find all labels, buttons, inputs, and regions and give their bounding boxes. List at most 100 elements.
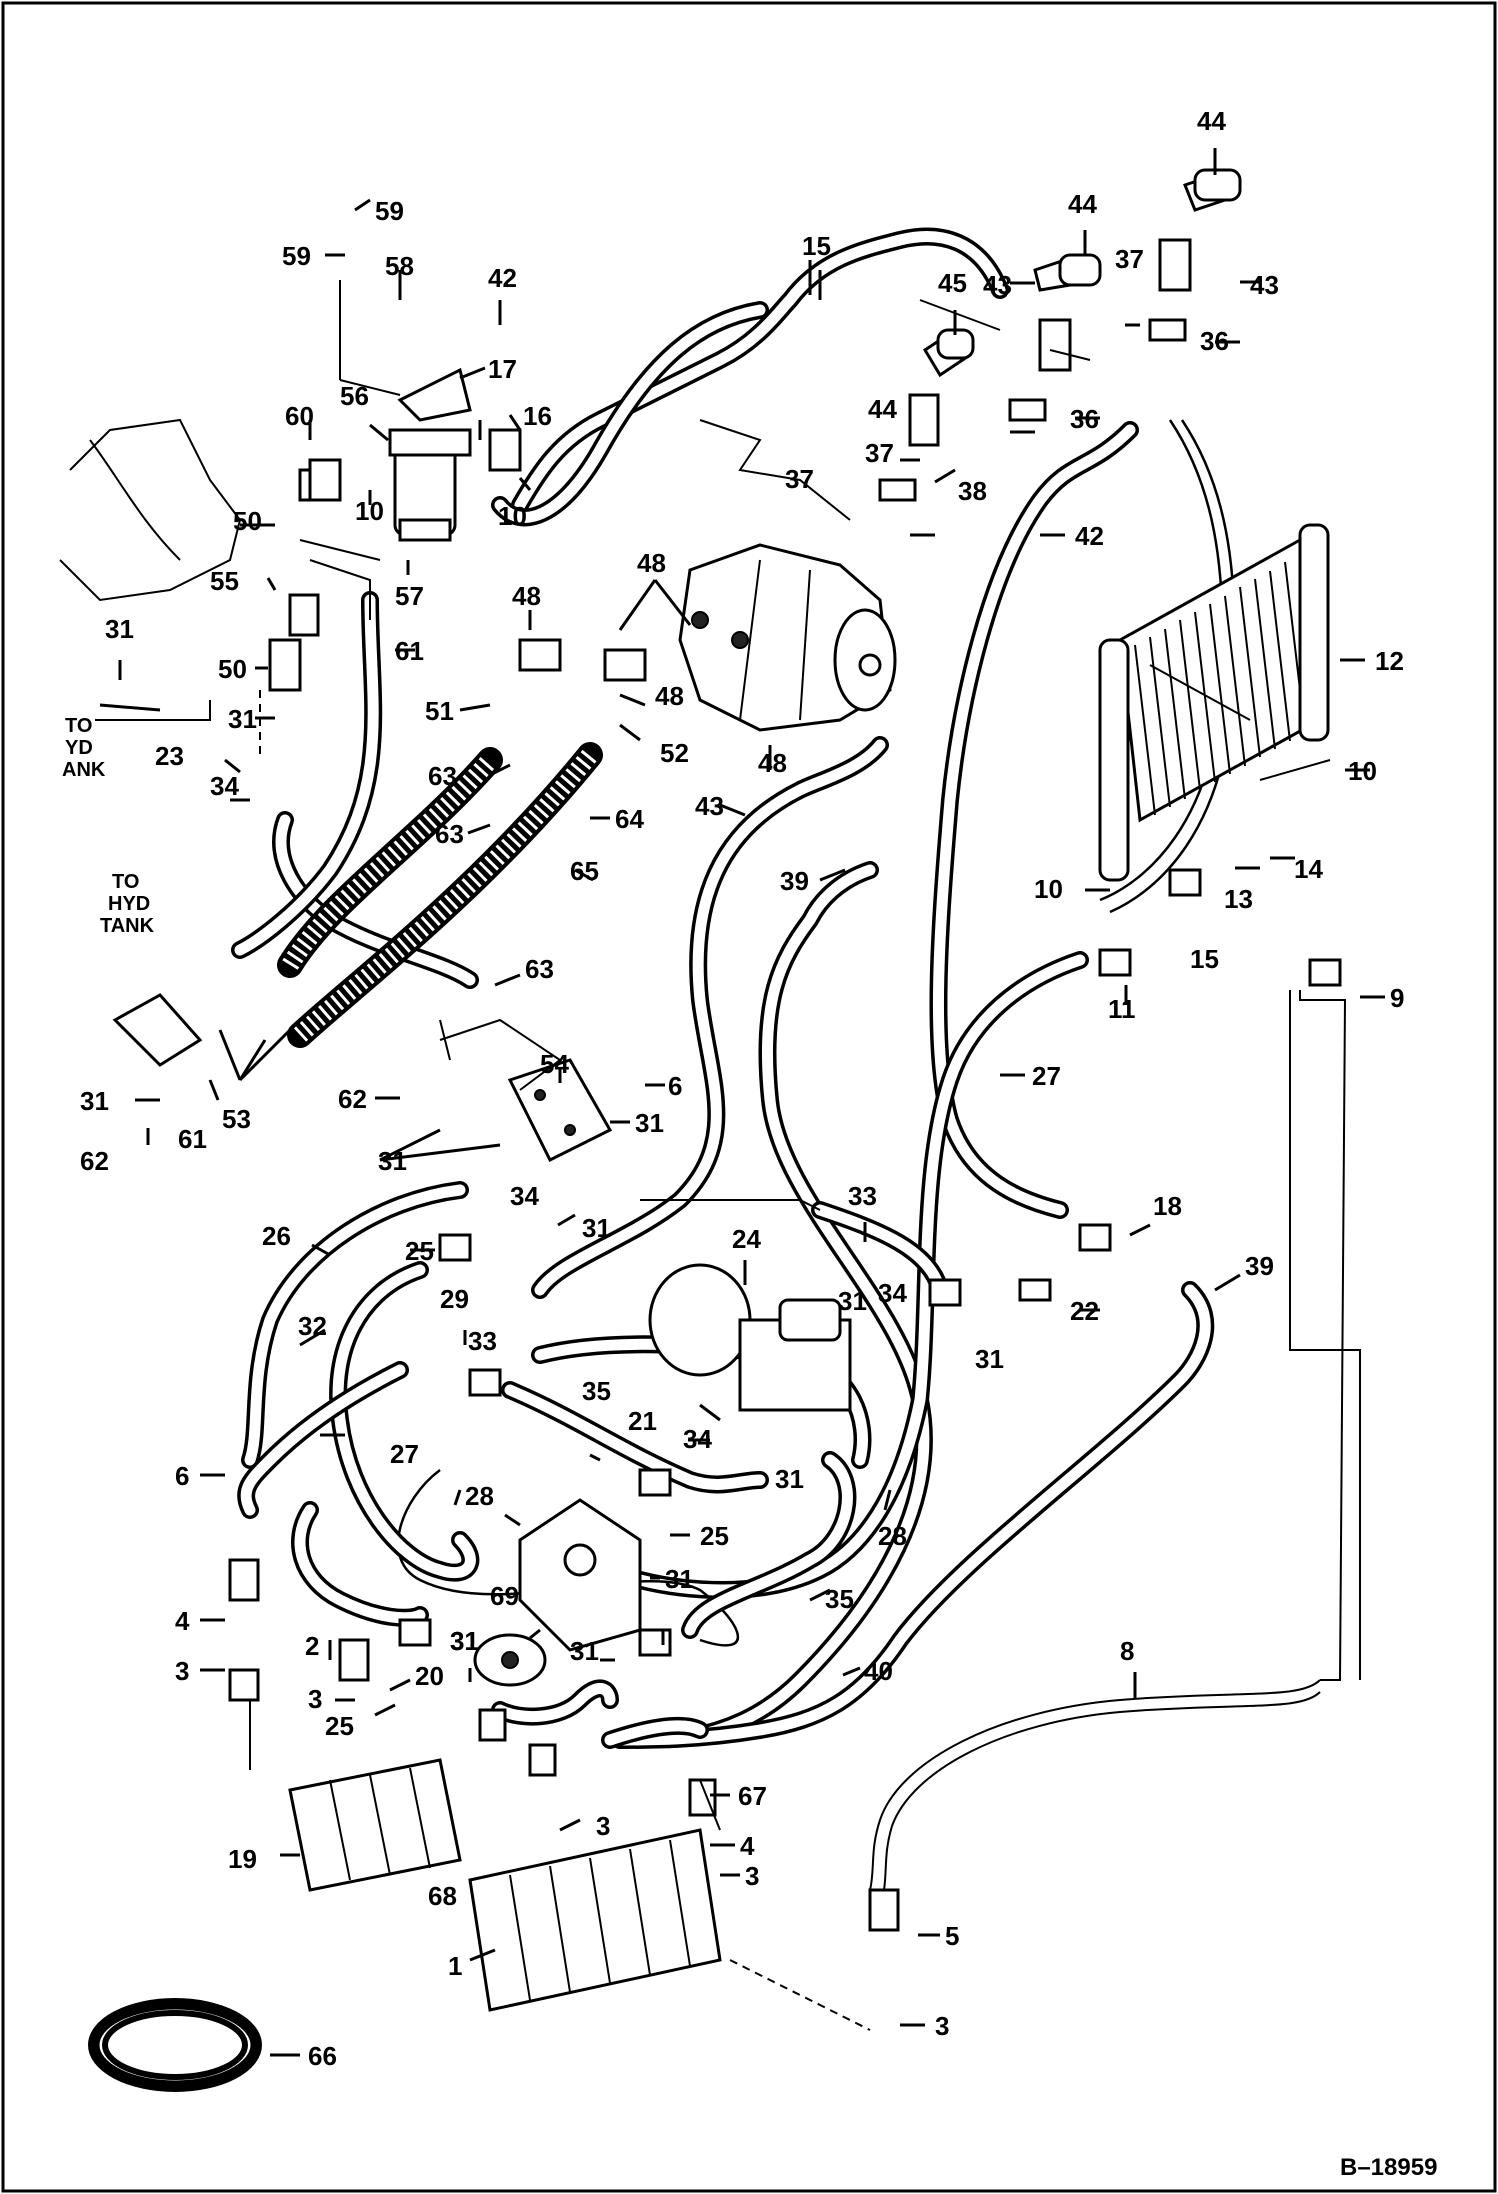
main-control-valve [468, 1828, 722, 2012]
callout-45: 48 [758, 748, 787, 778]
callout-37a: 37 [1115, 244, 1144, 274]
callout-31j: 31 [635, 1108, 664, 1138]
callout-3e: 3 [935, 2011, 949, 2041]
callout-31m: 31 [105, 614, 134, 644]
callout-48d: 53 [222, 1104, 251, 1134]
callout-10a: 10 [355, 496, 384, 526]
callout-38: 39 [1245, 1251, 1274, 1281]
callout-65: 67 [738, 1781, 767, 1811]
callout-43a: 43 [1250, 270, 1279, 300]
assembly-lines [95, 299, 1331, 2031]
callout-29a: 27 [1032, 1061, 1061, 1091]
callout-36a: 36 [1200, 326, 1229, 356]
callout-31a: 31 [838, 1286, 867, 1316]
callout-54: 58 [385, 251, 414, 281]
dust-caps [936, 168, 1242, 360]
callout-3c: 3 [596, 1811, 610, 1841]
callout-15b: 15 [1190, 944, 1219, 974]
callout-labels: 44 44 45 15 43 43 44 37 36 36 37 37 38 4… [80, 106, 1404, 2071]
callout-32a: 32 [298, 1311, 327, 1341]
callout-28: 28 [465, 1481, 494, 1511]
callout-31l: 31 [228, 704, 257, 734]
callout-31g: 31 [450, 1626, 479, 1656]
callout-63a: 63 [435, 819, 464, 849]
callout-66: 68 [428, 1881, 457, 1911]
callout-31i: 31 [378, 1146, 407, 1176]
callout-7: 6 [175, 1461, 189, 1491]
callout-6: 6 [668, 1071, 682, 1101]
callout-31h: 31 [582, 1213, 611, 1243]
callout-14: 14 [1294, 854, 1323, 884]
callout-34a: 34 [878, 1278, 907, 1308]
callout-25c: 25 [325, 1711, 354, 1741]
tank-block [112, 993, 203, 1067]
callout-46a: 48 [512, 581, 541, 611]
callout-48b: 51 [425, 696, 454, 726]
note-tank: TANK [100, 915, 155, 937]
callout-34b: 34 [683, 1424, 712, 1454]
callout-53: 57 [395, 581, 424, 611]
tank-notes: TO HYD TANK TO YD ANK [62, 715, 155, 937]
callout-1: 1 [448, 1951, 462, 1981]
callout-59a: 62 [338, 1084, 367, 1114]
engine-outline [59, 418, 242, 602]
leader-lines [99, 148, 1385, 2057]
note-partial-yd: YD [65, 737, 93, 759]
callout-31f: 31 [450, 1626, 479, 1656]
oil-cooler [1098, 523, 1330, 882]
callout-16: 16 [523, 401, 552, 431]
solenoid-valve [648, 1263, 852, 1412]
callout-22: 22 [1070, 1296, 1099, 1326]
callout-62a: 63 [428, 761, 457, 791]
callout-47: 48 [637, 548, 666, 578]
callout-48a: 50 [233, 506, 262, 536]
callout-33: 33 [468, 1326, 497, 1356]
callout-42: 42 [488, 263, 517, 293]
callout-59b: 62 [80, 1146, 109, 1176]
callout-52: 56 [340, 381, 369, 411]
note-partial-to: TO [65, 715, 92, 737]
callout-56: 59 [282, 241, 311, 271]
note-hyd: HYD [108, 893, 150, 915]
callout-34c: 34 [510, 1181, 539, 1211]
callout-12: 12 [1375, 646, 1404, 676]
callout-3d: 3 [745, 1861, 759, 1891]
callout-44c: 45 [938, 268, 967, 298]
callout-21: 21 [628, 1406, 657, 1436]
callout-4b: 4 [740, 1831, 755, 1861]
callout-35a: 35 [582, 1376, 611, 1406]
hydraulic-pump [678, 543, 897, 732]
callout-17: 17 [488, 354, 517, 384]
callout-13: 13 [1224, 884, 1253, 914]
callout-31c: 31 [775, 1464, 804, 1494]
callout-37b: 37 [785, 464, 814, 494]
callout-2: 2 [305, 1631, 319, 1661]
callout-3b: 3 [308, 1684, 322, 1714]
callout-10c: 10 [1034, 874, 1063, 904]
callout-44a: 44 [1197, 106, 1226, 136]
callout-9: 9 [1390, 983, 1404, 1013]
callout-43c: 44 [868, 394, 897, 424]
callout-63b: 65 [570, 856, 599, 886]
callout-36b: 36 [1070, 404, 1099, 434]
callout-29b: 28 [878, 1521, 907, 1551]
callout-10b: 10 [498, 501, 527, 531]
spring-guards [277, 742, 603, 1048]
callout-62b: 64 [615, 804, 644, 834]
callout-39b: 40 [864, 1656, 893, 1686]
figure-reference: B–18959 [1340, 2154, 1437, 2181]
callout-4a: 4 [175, 1606, 190, 1636]
filter-assembly [298, 280, 522, 542]
callout-15a: 15 [802, 231, 831, 261]
callout-58: 61 [178, 1124, 207, 1154]
callout-8: 8 [1120, 1636, 1134, 1666]
callout-23: 23 [155, 741, 184, 771]
note-partial-ank: ANK [62, 759, 106, 781]
pilot-valve [518, 1498, 642, 1652]
callout-60: 63 [525, 954, 554, 984]
callout-25a: 25 [700, 1521, 729, 1551]
callout-35b: 35 [825, 1584, 854, 1614]
swivel [473, 1633, 547, 1687]
